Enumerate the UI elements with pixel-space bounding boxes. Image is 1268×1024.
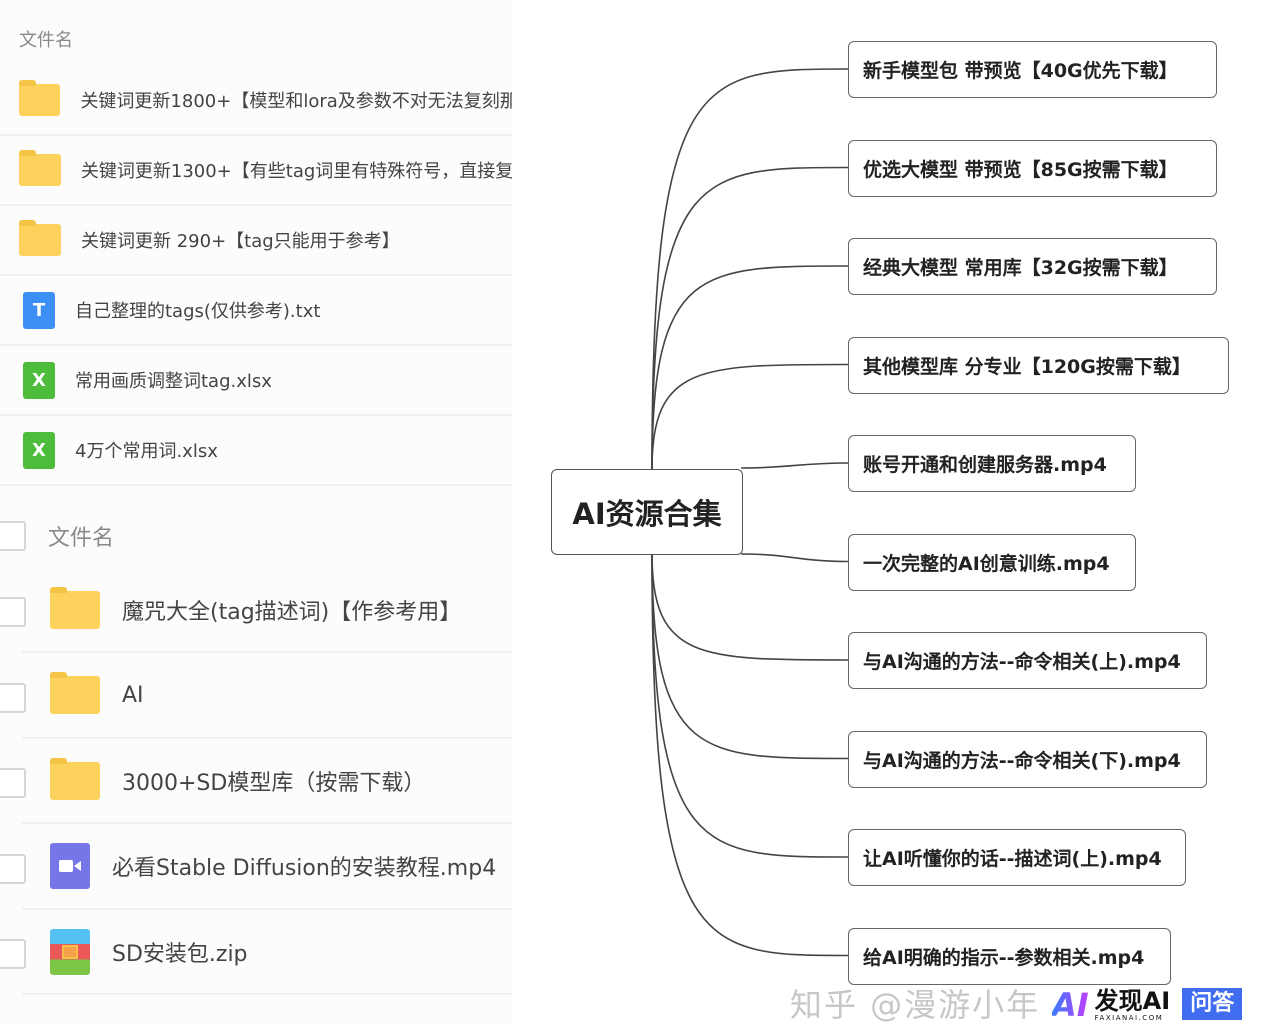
row-checkbox[interactable] [0, 768, 26, 798]
mindmap-node[interactable]: 其他模型库 分专业【120G按需下载】 [848, 336, 1229, 394]
mindmap-link [651, 68, 849, 470]
select-all-checkbox[interactable] [0, 521, 26, 551]
watermark: 知乎 @漫游小年 [790, 986, 1041, 1024]
mindmap-link [651, 166, 849, 470]
file-row[interactable]: T 自己整理的tags(仅供参考).txt [0, 276, 512, 346]
mindmap-node[interactable]: 与AI沟通的方法--命令相关(上).mp4 [848, 632, 1207, 689]
mindmap-node[interactable]: 给AI明确的指示--参数相关.mp4 [848, 927, 1171, 985]
folder-icon [19, 80, 61, 116]
column-header-filename-2: 文件名 [48, 526, 115, 551]
txt-file-icon: T [23, 291, 55, 329]
file-row[interactable]: X 常用画质调整词tag.xlsx [0, 346, 512, 416]
file-row[interactable]: 3000+SD模型库（按需下载） [22, 739, 512, 824]
mindmap-link [651, 553, 849, 858]
folder-icon [19, 150, 61, 186]
mindmap-link [651, 553, 849, 661]
zip-file-icon [50, 928, 90, 975]
mindmap-root[interactable]: AI资源合集 [551, 469, 743, 555]
mindmap-node[interactable]: 与AI沟通的方法--命令相关(下).mp4 [848, 730, 1207, 788]
mindmap-link [651, 553, 849, 957]
mindmap-node[interactable]: 经典大模型 常用库【32G按需下载】 [848, 238, 1217, 295]
file-list-panel: 文件名 关键词更新1800+【模型和lora及参数不对无法复刻那关键词更新130… [0, 0, 512, 1024]
file-row[interactable]: X 4万个常用词.xlsx [0, 416, 512, 486]
file-name: 关键词更新 290+【tag只能用于参考】 [81, 231, 400, 252]
video-file-icon [50, 843, 90, 889]
mindmap-link [651, 363, 849, 470]
row-checkbox[interactable] [0, 939, 26, 969]
excel-file-icon: X [23, 361, 55, 399]
file-row[interactable]: 关键词更新 290+【tag只能用于参考】 [0, 206, 512, 276]
folder-icon [50, 757, 100, 800]
file-name: 魔咒大全(tag描述词)【作参考用】 [122, 599, 462, 625]
mindmap-link [740, 462, 849, 469]
file-name: 关键词更新1800+【模型和lora及参数不对无法复刻那 [80, 91, 512, 112]
file-name: 自己整理的tags(仅供参考).txt [75, 301, 321, 322]
folder-icon [50, 586, 100, 629]
logo-name: 发现AI [1094, 987, 1171, 1015]
excel-file-icon: X [23, 431, 55, 469]
file-name: AI [122, 682, 144, 708]
file-name: 4万个常用词.xlsx [75, 441, 218, 462]
file-row[interactable]: SD安装包.zip [22, 910, 512, 995]
row-checkbox[interactable] [0, 853, 26, 884]
file-row[interactable]: 关键词更新1800+【模型和lora及参数不对无法复刻那 [0, 66, 512, 136]
logo-mark: AI [1052, 986, 1089, 1024]
file-row[interactable]: 必看Stable Diffusion的安装教程.mp4 [22, 825, 512, 910]
row-checkbox[interactable] [0, 597, 26, 627]
file-name: 常用画质调整词tag.xlsx [75, 371, 272, 392]
mindmap-link [651, 265, 849, 470]
mindmap-link [651, 553, 849, 760]
mindmap-node[interactable]: 新手模型包 带预览【40G优先下载】 [848, 41, 1217, 98]
mindmap-link [740, 553, 849, 563]
mindmap-node[interactable]: 账号开通和创建服务器.mp4 [848, 435, 1136, 492]
file-row[interactable]: 魔咒大全(tag描述词)【作参考用】 [22, 568, 512, 653]
qa-badge: 问答 [1182, 988, 1243, 1020]
logo-domain: FAXIANAI.COM [1094, 1014, 1164, 1022]
file-name: SD安装包.zip [112, 941, 248, 967]
file-row[interactable]: 关键词更新1300+【有些tag词里有特殊符号，直接复 [0, 136, 512, 206]
mindmap-node[interactable]: 优选大模型 带预览【85G按需下载】 [848, 139, 1217, 197]
file-name: 必看Stable Diffusion的安装教程.mp4 [112, 856, 497, 881]
faxianai-logo: AI 发现AI FAXIANAI.COM 问答 [1052, 986, 1243, 1024]
column-header-filename: 文件名 [19, 30, 73, 51]
folder-icon [50, 672, 100, 714]
mindmap-node[interactable]: 一次完整的AI创意训练.mp4 [848, 533, 1136, 591]
file-name: 关键词更新1300+【有些tag词里有特殊符号，直接复 [80, 161, 512, 182]
file-name: 3000+SD模型库（按需下载） [122, 770, 426, 796]
row-checkbox[interactable] [0, 682, 26, 713]
mindmap-node[interactable]: 让AI听懂你的话--描述词(上).mp4 [848, 829, 1186, 886]
folder-icon [19, 220, 61, 256]
file-row[interactable]: AI [22, 654, 512, 739]
